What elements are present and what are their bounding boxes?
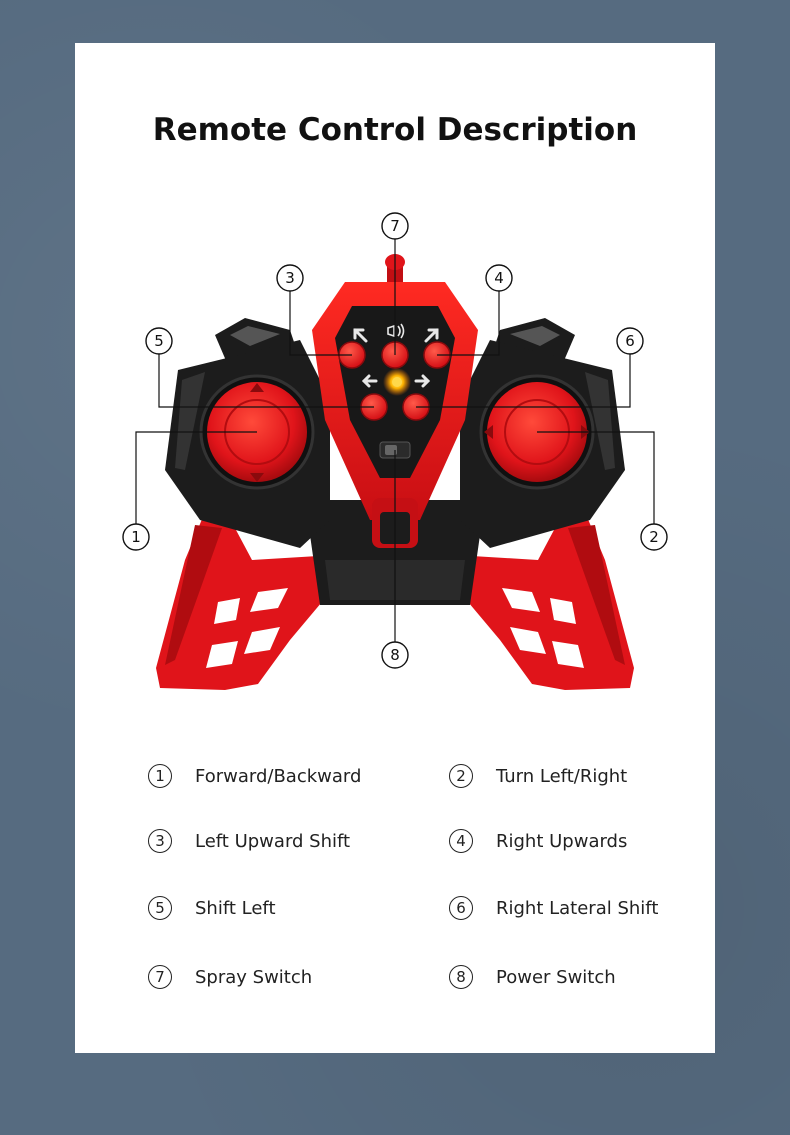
callout-1: 1	[123, 524, 149, 550]
legend-label: Power Switch	[496, 967, 616, 988]
legend-item-7: 7 Spray Switch	[148, 962, 312, 992]
legend-number: 8	[449, 965, 473, 989]
legend-number: 2	[449, 764, 473, 788]
svg-text:6: 6	[625, 332, 635, 350]
legend-label: Right Lateral Shift	[496, 898, 658, 919]
legend-item-1: 1 Forward/Backward	[148, 761, 361, 791]
legend-number: 1	[148, 764, 172, 788]
svg-text:3: 3	[285, 269, 295, 287]
legend-item-2: 2 Turn Left/Right	[449, 761, 627, 791]
legend-number: 7	[148, 965, 172, 989]
callout-4: 4	[486, 265, 512, 291]
svg-text:7: 7	[390, 217, 400, 235]
legend-label: Turn Left/Right	[496, 766, 627, 787]
legend-label: Right Upwards	[496, 831, 627, 852]
callout-6: 6	[617, 328, 643, 354]
svg-text:8: 8	[390, 646, 400, 664]
svg-text:4: 4	[494, 269, 504, 287]
callout-3: 3	[277, 265, 303, 291]
callout-8: 8	[382, 642, 408, 668]
legend-number: 4	[449, 829, 473, 853]
callout-2: 2	[641, 524, 667, 550]
legend-label: Forward/Backward	[195, 766, 361, 787]
callout-5: 5	[146, 328, 172, 354]
svg-text:5: 5	[154, 332, 164, 350]
status-led	[392, 377, 402, 387]
legend-label: Left Upward Shift	[195, 831, 350, 852]
legend-number: 3	[148, 829, 172, 853]
svg-text:2: 2	[649, 528, 659, 546]
legend-item-3: 3 Left Upward Shift	[148, 826, 350, 856]
legend-label: Spray Switch	[195, 967, 312, 988]
legend-number: 5	[148, 896, 172, 920]
legend-item-5: 5 Shift Left	[148, 893, 276, 923]
legend-item-4: 4 Right Upwards	[449, 826, 627, 856]
svg-text:1: 1	[131, 528, 141, 546]
legend-item-8: 8 Power Switch	[449, 962, 616, 992]
callout-7: 7	[382, 213, 408, 239]
legend-item-6: 6 Right Lateral Shift	[449, 893, 658, 923]
legend-label: Shift Left	[195, 898, 276, 919]
legend-number: 6	[449, 896, 473, 920]
